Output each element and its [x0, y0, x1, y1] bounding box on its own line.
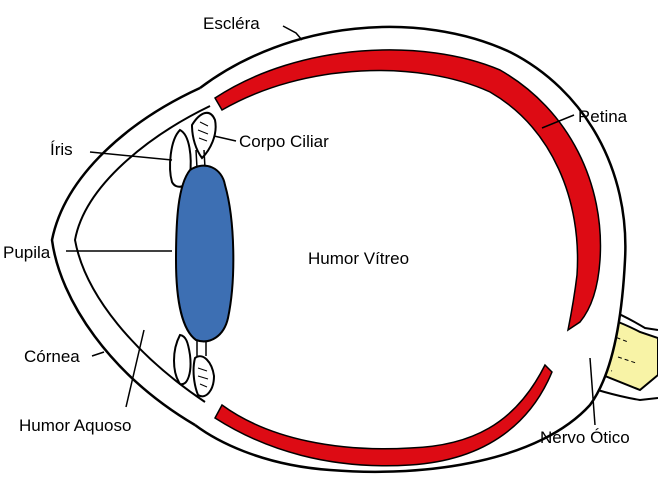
ciliary-body-label: Corpo Ciliar — [239, 132, 329, 151]
retina-label: Retina — [578, 107, 628, 126]
aqueous-humor-leader — [126, 330, 144, 407]
iris-label: Íris — [50, 140, 73, 159]
cornea-leader — [92, 352, 104, 356]
iris-leader — [90, 152, 172, 160]
sclera-label: Escléra — [203, 14, 260, 33]
pupil-label: Pupila — [3, 243, 51, 262]
aqueous-humor-label: Humor Aquoso — [19, 416, 131, 435]
lower-iris — [174, 335, 191, 384]
lens — [176, 166, 233, 342]
sclera-outer — [195, 27, 625, 472]
cornea-label: Córnea — [24, 347, 80, 366]
sclera-leader — [283, 26, 302, 40]
vitreous-humor-label: Humor Vítreo — [308, 249, 409, 268]
optic-nerve-label: Nervo Ótico — [540, 428, 630, 447]
